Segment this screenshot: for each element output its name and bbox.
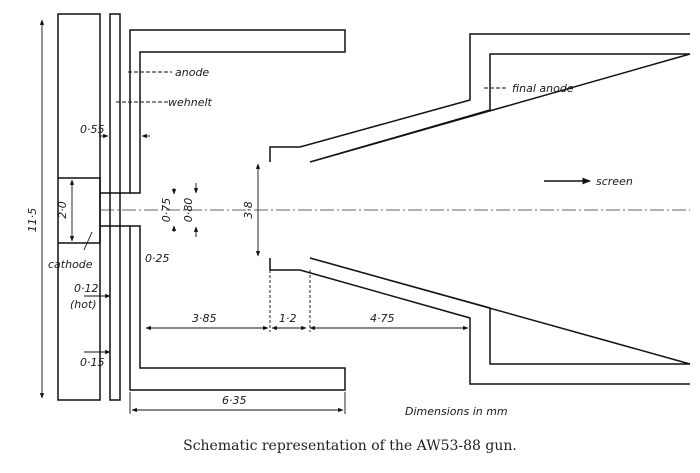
label-screen: screen xyxy=(596,175,633,188)
label-anode: anode xyxy=(175,66,209,79)
wehnelt-frame xyxy=(109,13,121,401)
dim-seg1-label: 3·85 xyxy=(192,312,217,325)
dim-seg2-label: 1·2 xyxy=(279,312,297,325)
dim-hot-gap-label: 0·12 xyxy=(74,282,99,295)
outer-housing xyxy=(57,13,101,401)
dim-aperture-label: 3·8 xyxy=(242,201,255,219)
dim-hole-wehnelt-label: 0·75 xyxy=(160,198,173,223)
anode-top xyxy=(129,29,346,194)
dim-anode-length-label: 6·35 xyxy=(222,394,247,407)
final-anode-bottom xyxy=(269,257,691,385)
dim-total-height-label: 11·5 xyxy=(26,208,39,233)
dim-seg3-label: 4·75 xyxy=(370,312,395,325)
label-cathode: cathode xyxy=(48,258,93,271)
cathode-block xyxy=(58,177,101,244)
dim-outer-gap-label: 0·15 xyxy=(80,356,105,369)
figure-caption: Schematic representation of the AW53-88 … xyxy=(183,438,517,454)
label-dimensions-note: Dimensions in mm xyxy=(405,405,508,418)
dim-wehnelt-gap-label: 0·55 xyxy=(80,123,105,136)
label-wehnelt: wehnelt xyxy=(168,96,213,109)
anode-bottom xyxy=(129,225,346,391)
wehnelt-electrode xyxy=(100,192,130,227)
final-anode-top xyxy=(269,33,691,163)
label-final-anode: final anode xyxy=(512,82,574,95)
dim-hole-anode-label: 0·80 xyxy=(182,198,195,223)
dim-cathode-height-label: 2·0 xyxy=(56,201,69,219)
dim-hot-note: (hot) xyxy=(70,298,97,311)
dim-cathode-gap-label: 0·25 xyxy=(145,252,170,265)
